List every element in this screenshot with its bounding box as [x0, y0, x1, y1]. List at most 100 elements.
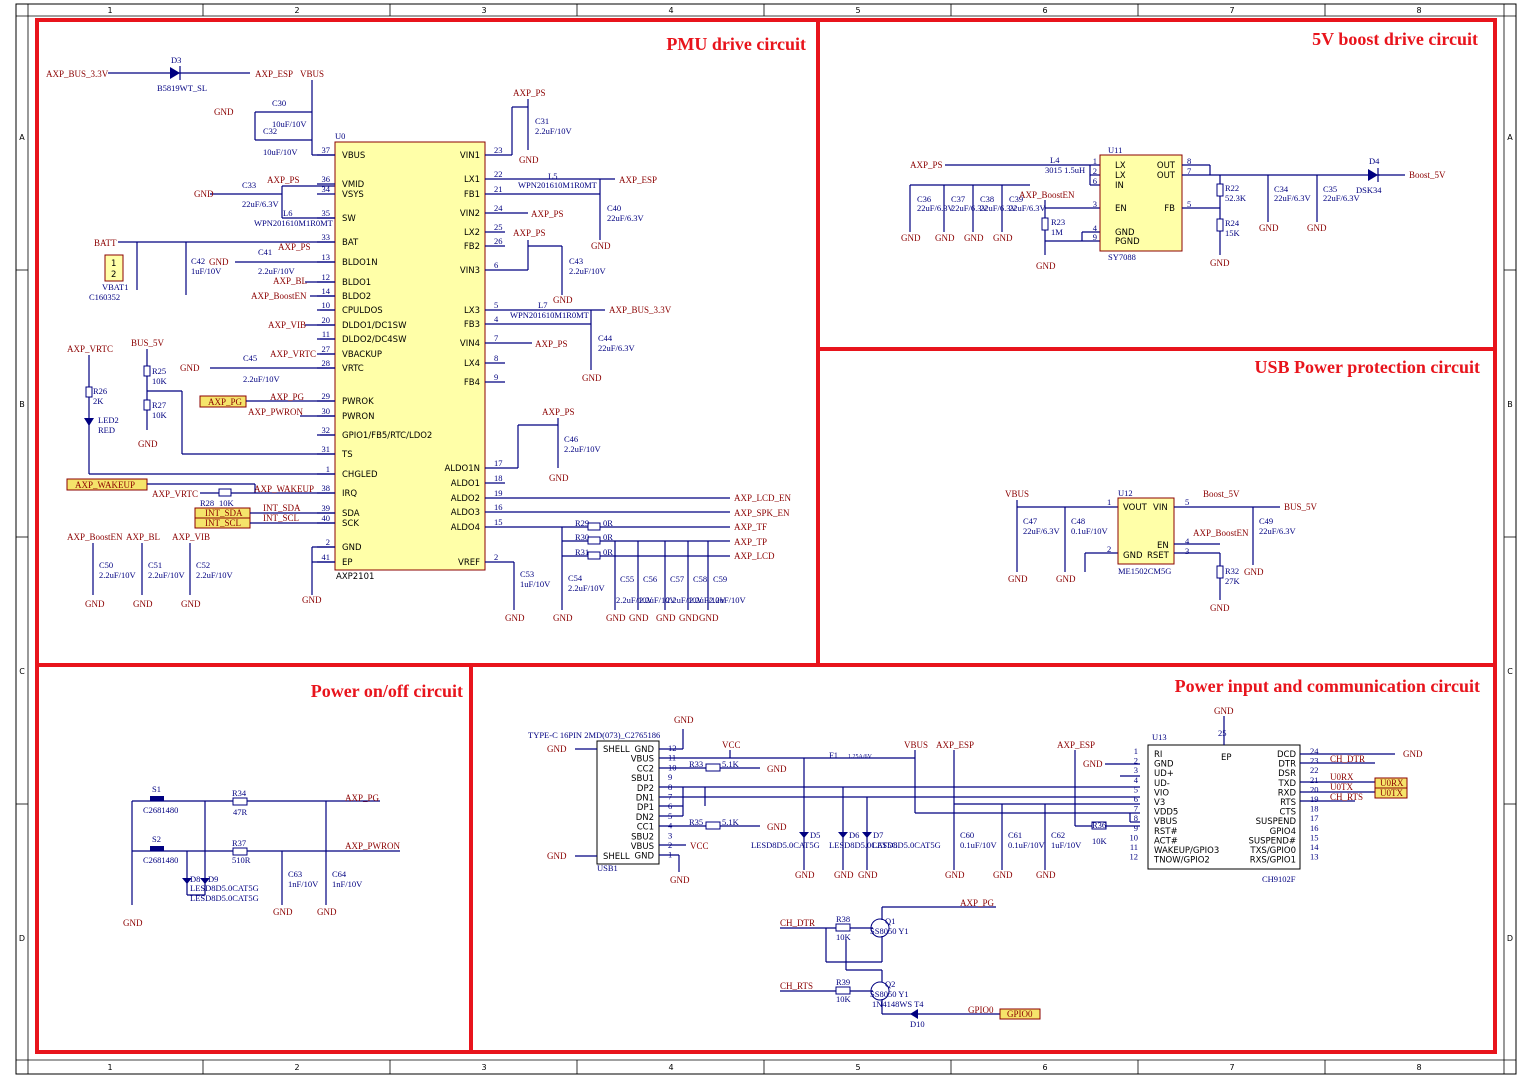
c54-ref: C54 — [568, 573, 583, 583]
resistor-r37-icon — [232, 847, 248, 856]
c42-val: 1uF/10V — [191, 266, 222, 276]
net-axp-pg-onoff: AXP_PG — [345, 793, 380, 803]
tag-u0rx-label: U0RX — [1380, 778, 1404, 788]
gnd-label: GND — [180, 363, 200, 373]
c37-val: 22uF/6.3V — [951, 203, 988, 213]
c60-val: 0.1uF/10V — [960, 840, 997, 850]
gnd-label: GND — [629, 613, 649, 623]
usb-pin-name: DN1 — [636, 794, 654, 804]
me1502-pin3: 3 — [1185, 546, 1189, 556]
transistor-q2-icon — [870, 981, 890, 1001]
axp-right-pin-num: 18 — [494, 473, 503, 483]
ch9102f-left-pin-num: 1 — [1134, 746, 1138, 756]
frame-col-label-top: 4 — [668, 6, 673, 15]
frame-row-label-right: B — [1507, 400, 1513, 409]
ch9102f-ep: EP — [1221, 753, 1232, 763]
axp-right-pin-num: 15 — [494, 517, 503, 527]
q2-part: SS8050 Y1 — [870, 989, 909, 999]
tag-int-sda-label: INT_SDA — [205, 508, 243, 518]
gnd-label: GND — [123, 918, 143, 928]
ch9102f-left-pin-num: 12 — [1130, 852, 1139, 862]
gnd-label: GND — [1210, 603, 1230, 613]
net-vbus-usbp: VBUS — [1005, 489, 1029, 499]
c51-ref: C51 — [148, 560, 162, 570]
r26-ref: R26 — [93, 386, 107, 396]
c49-ref: C49 — [1259, 516, 1273, 526]
ch9102f-left-pin-num: 8 — [1134, 813, 1138, 823]
boost-circuit: AXP_PS L4 3015 1.5uH C36 22uF/6.3V C37 2… — [901, 145, 1446, 271]
axp-left-pin-name: CHGLED — [342, 470, 378, 480]
c63-ref: C63 — [288, 869, 302, 879]
frame-col-label-bottom: 1 — [107, 1063, 112, 1072]
gnd-label: GND — [767, 764, 787, 774]
d10-ref: D10 — [910, 1019, 925, 1029]
ch9102f-left-pin-name: UD+ — [1154, 769, 1174, 779]
power-input-title: Power input and communication circuit — [1175, 676, 1480, 696]
r35-ref: R35 — [689, 817, 703, 827]
ch9102f-right-pin-name: TXS/GPIO0 — [1249, 846, 1296, 856]
axp-right-pin-name: LX2 — [464, 228, 480, 238]
usb-typec-connector — [596, 740, 660, 865]
axp-left-pin-name: EP — [342, 558, 353, 568]
ch9102f-left-pin-name: VBUS — [1154, 817, 1177, 827]
frame-col-label-top: 5 — [855, 6, 860, 15]
gnd-label: GND — [834, 870, 854, 880]
axp-left-pin-num: 11 — [322, 329, 330, 339]
sy7088-left-pin-name: EN — [1115, 204, 1127, 214]
frame-row-label-left: C — [19, 667, 25, 676]
ch9102f-right-pin-num: 23 — [1310, 756, 1319, 766]
net-int-sda: INT_SDA — [263, 503, 301, 513]
axp-left-pin-num: 1 — [326, 464, 330, 474]
r33-val: 5.1K — [722, 759, 740, 769]
ch9102f-right-pin-num: 17 — [1310, 813, 1319, 823]
ch9102f-right-pin-num: 16 — [1310, 823, 1319, 833]
r30-val: 0R — [603, 532, 613, 542]
resistor-r34-icon — [232, 797, 248, 806]
ch9102f-left-pin-name: WAKEUP/GPIO3 — [1154, 846, 1219, 856]
me1502-pin-gnd: GND — [1123, 551, 1143, 561]
resistor-r26-icon — [85, 386, 93, 398]
net-axp-bus-fb3: AXP_BUS_3.3V — [609, 305, 672, 315]
frame-row-label-right: D — [1507, 934, 1513, 943]
c31-ref: C31 — [535, 116, 549, 126]
frame-row-label-left: D — [19, 934, 25, 943]
c39-val: 22uF/6.3V — [1009, 203, 1046, 213]
net-axp-boosten-usbp: AXP_BoostEN — [1193, 528, 1249, 538]
power-input-circuit: TYPE-C 16PIN 2MD(073)_C2765186 USB1 SHEL… — [528, 706, 1423, 1029]
r39-ref: R39 — [836, 977, 850, 987]
frame-row-label-right: C — [1507, 667, 1513, 676]
sy7088-ref: U11 — [1108, 145, 1122, 155]
gnd-label: GND — [901, 233, 921, 243]
r30-ref: R30 — [575, 532, 589, 542]
c47-val: 22uF/6.3V — [1023, 526, 1060, 536]
net-u0tx: U0TX — [1330, 782, 1353, 792]
me1502-name: ME1502CM5G — [1118, 566, 1171, 576]
net-axp-pwron-onoff: AXP_PWRON — [345, 841, 401, 851]
ch9102f-right-pin-name: SUSPEND — [1256, 817, 1297, 827]
gnd-label: GND — [133, 599, 153, 609]
usb-pin-name: VBUS — [631, 842, 654, 852]
frame-row-label-left: B — [19, 400, 25, 409]
frame-col-label-top: 8 — [1416, 6, 1421, 15]
sy7088-right-pin-name: FB — [1164, 204, 1175, 214]
sy7088-left-pin-name: PGND — [1115, 237, 1140, 247]
axp-left-pin-num: 13 — [322, 252, 331, 262]
resistor-r27-icon — [143, 399, 151, 411]
ch9102f-left-pin-num: 4 — [1134, 775, 1139, 785]
ch9102f-right-pin-num: 18 — [1310, 804, 1319, 814]
ch9102f-left-pin-num: 9 — [1134, 823, 1138, 833]
gnd-label: GND — [519, 155, 539, 165]
c33-ref: C33 — [242, 180, 256, 190]
ch9102f-right-pin-name: DTR — [1278, 760, 1296, 770]
axp-left-pin-name: PWRON — [342, 412, 375, 422]
d5-part: LESD8D5.0CAT5G — [751, 840, 820, 850]
net-axp-boosten-boost: AXP_BoostEN — [1019, 190, 1075, 200]
outer-border — [15, 3, 1517, 1075]
axp-left-pin-name: VRTC — [342, 364, 364, 374]
sy7088-right-pin-num: 7 — [1187, 166, 1191, 176]
ch9102f-left-pin-num: 3 — [1134, 765, 1138, 775]
sy7088-left-pin-name: LX — [1115, 161, 1126, 171]
net-ch-dtr: CH_DTR — [1330, 754, 1365, 764]
r39-val: 10K — [836, 994, 852, 1004]
